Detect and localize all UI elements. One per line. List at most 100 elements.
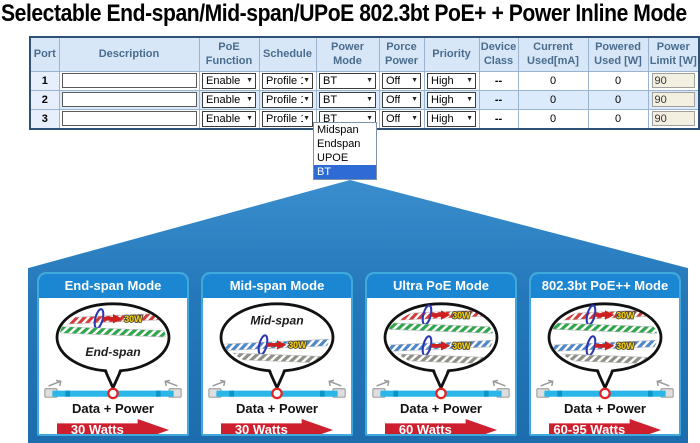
priority-select[interactable]: High▼ [427,72,476,89]
injection-point-icon [271,387,283,400]
force-power-select[interactable]: Off▼ [382,72,421,89]
chevron-down-icon: ▼ [466,96,473,104]
chevron-down-icon: ▼ [366,96,373,104]
power-mode-select[interactable]: BT▼ [319,91,376,108]
power-mode-dropdown-list: Midspan Endspan UPOE BT [313,122,377,180]
port-number: 3 [29,108,60,130]
uplink-arrow-icon [376,379,390,387]
poe-wiring-diagram: 30W Mid-span [208,302,346,400]
power-limit-input[interactable] [651,111,695,127]
port-number: 1 [29,70,60,91]
svg-text:30W: 30W [452,310,471,320]
dropdown-option-selected-bt[interactable]: BT [314,165,376,179]
schedule-select[interactable]: Profile 1▼ [262,91,313,108]
chevron-down-icon: ▼ [303,96,310,104]
svg-text:30W: 30W [288,340,307,350]
mode-card-title: Mid-span Mode [203,274,351,298]
power-mode-select[interactable]: BT▼ [319,72,376,89]
dropdown-option-midspan[interactable]: Midspan [317,124,359,136]
mode-card-title: 802.3bt PoE++ Mode [531,274,679,298]
mode-card-title: Ultra PoE Mode [367,274,515,298]
data-power-label: Data + Power [399,401,482,416]
description-input[interactable] [61,73,197,89]
uplink-arrow-icon [328,379,342,387]
poe-port-table: Port Description PoE Function Schedule P… [29,36,700,130]
poe-wiring-diagram: 30W 30W [372,302,510,400]
watts-arrow: 30 Watts [57,419,169,436]
current-used-value: 0 [517,70,589,91]
col-header-force-power: Porce Power [378,36,425,72]
priority-select[interactable]: High▼ [427,91,476,108]
col-header-device-class: Device Class [478,36,519,72]
svg-text:Mid-span: Mid-span [250,313,303,327]
col-header-power-mode: Power Mode [315,36,380,72]
chevron-down-icon: ▼ [246,96,253,104]
chevron-down-icon: ▼ [411,115,418,123]
data-power-label: Data + Power [235,401,318,416]
force-power-select[interactable]: Off▼ [382,110,421,127]
svg-text:30W: 30W [452,341,471,351]
chevron-down-icon: ▼ [246,115,253,123]
injection-point-icon [435,387,447,400]
chevron-down-icon: ▼ [246,77,253,85]
table-row: 1 Enable▼ Profile 1▼ BT▼ Off▼ High▼ -- 0… [29,70,700,91]
uplink-arrow-icon [48,379,62,387]
force-power-select[interactable]: Off▼ [382,91,421,108]
uplink-arrow-icon [540,379,554,387]
chevron-down-icon: ▼ [303,77,310,85]
col-header-power-limit: Power Limit [W] [647,36,700,72]
chevron-down-icon: ▼ [411,96,418,104]
chevron-down-icon: ▼ [366,77,373,85]
port-number: 2 [29,89,60,110]
power-limit-input[interactable] [651,73,695,89]
mode-card-title: End-span Mode [39,274,187,298]
mode-card-3: Ultra PoE Mode 30W 30W Data + Power 60 Watts [365,272,517,436]
powered-used-value: 0 [587,89,649,110]
watts-arrow: 60 Watts [385,419,497,436]
injection-point-icon [107,387,119,400]
chevron-down-icon: ▼ [466,77,473,85]
watts-value: 60 Watts [398,422,452,436]
device-class-value: -- [478,108,519,130]
col-header-description: Description [58,36,200,72]
poe-function-select[interactable]: Enable▼ [202,91,256,108]
schedule-select[interactable]: Profile 1▼ [262,72,313,89]
current-used-value: 0 [517,108,589,130]
poe-function-select[interactable]: Enable▼ [202,72,256,89]
uplink-arrow-icon [164,379,178,387]
dropdown-option-upoe[interactable]: UPOE [317,152,349,164]
uplink-arrow-icon [212,379,226,387]
watts-value: 60-95 Watts [553,422,626,436]
watts-arrow: 30 Watts [221,419,333,434]
injection-point-icon [599,387,611,400]
description-input[interactable] [61,92,197,108]
priority-select[interactable]: High▼ [427,110,476,127]
watts-value: 30 Watts [70,422,124,436]
data-power-label: Data + Power [563,401,646,416]
svg-text:30W: 30W [616,341,635,351]
description-input[interactable] [61,111,197,127]
col-header-poe-function: PoE Function [198,36,260,72]
uplink-arrow-icon [492,379,506,387]
poe-function-select[interactable]: Enable▼ [202,110,256,127]
chevron-down-icon: ▼ [466,115,473,123]
power-limit-input[interactable] [651,92,695,108]
powered-used-value: 0 [587,70,649,91]
col-header-schedule: Schedule [258,36,317,72]
svg-text:End-span: End-span [85,345,140,359]
dropdown-option-endspan[interactable]: Endspan [317,138,361,150]
device-class-value: -- [478,70,519,91]
watts-arrow: 60-95 Watts [549,419,661,436]
col-header-port: Port [29,36,60,72]
chevron-down-icon: ▼ [411,77,418,85]
table-header-row: Port Description PoE Function Schedule P… [29,36,700,72]
col-header-powered-used: Powered Used [W] [587,36,649,72]
schedule-select[interactable]: Profile 1▼ [262,110,313,127]
data-power-label: Data + Power [71,401,154,416]
